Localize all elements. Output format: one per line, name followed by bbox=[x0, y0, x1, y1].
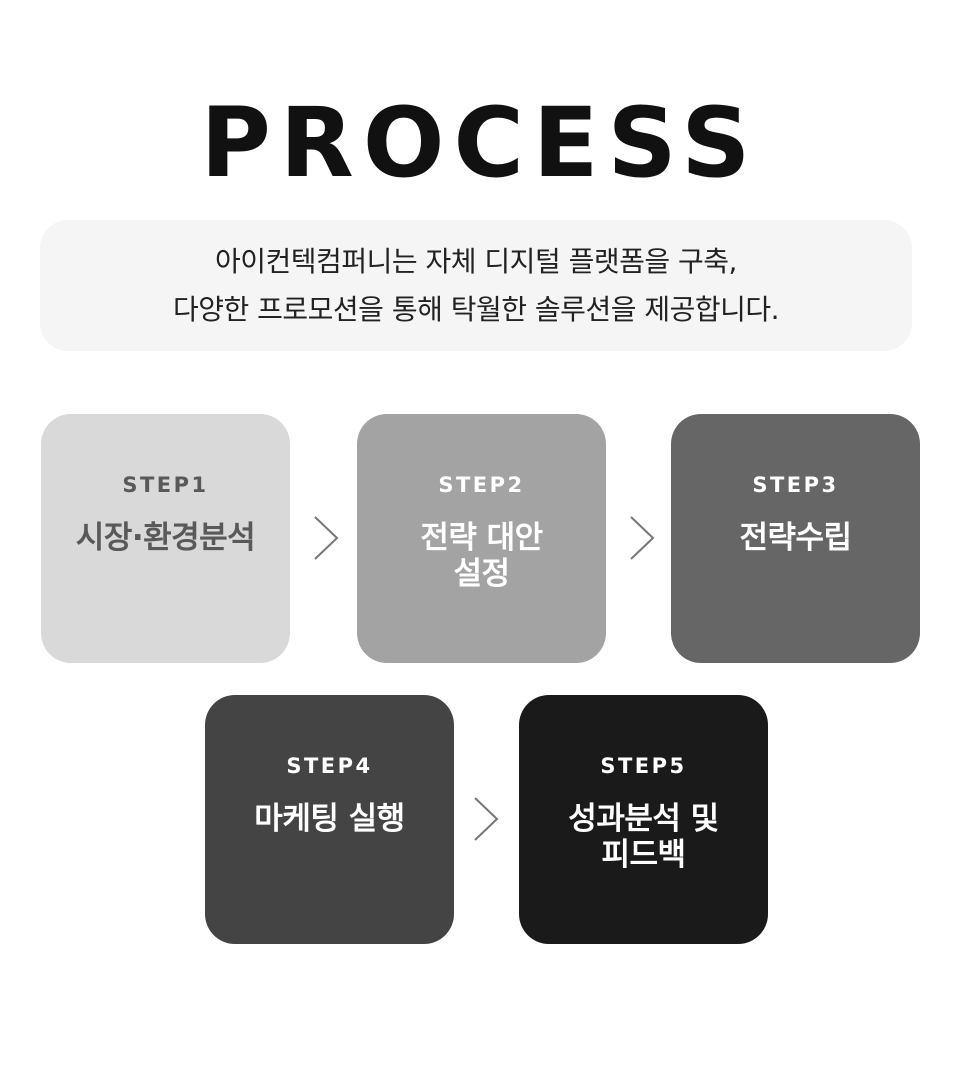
step-label: STEP4 bbox=[286, 754, 373, 778]
step-label: STEP5 bbox=[600, 754, 687, 778]
step-name: 전략수립 bbox=[739, 520, 852, 556]
step-name: 마케팅 실행 bbox=[254, 801, 405, 837]
step-label: STEP2 bbox=[438, 473, 525, 497]
step-label: STEP3 bbox=[752, 473, 839, 497]
step-name: 성과분석 및 피드백 bbox=[568, 801, 719, 873]
step-name: 전략 대안 설정 bbox=[420, 520, 543, 592]
step-name: 시장·환경분석 bbox=[75, 520, 256, 556]
step-card-3: STEP3 전략수립 bbox=[671, 414, 920, 663]
intro-line-2: 다양한 프로모션을 통해 탁월한 솔루션을 제공합니다. bbox=[172, 292, 780, 326]
step-card-4: STEP4 마케팅 실행 bbox=[205, 695, 454, 944]
step-label: STEP1 bbox=[122, 473, 209, 497]
chevron-right-icon bbox=[630, 516, 655, 560]
intro-line-1: 아이컨텍컴퍼니는 자체 디지털 플랫폼을 구축, bbox=[215, 244, 737, 278]
page-title: PROCESS bbox=[200, 87, 760, 199]
chevron-right-icon bbox=[474, 797, 499, 841]
chevron-right-icon bbox=[314, 516, 339, 560]
step-card-5: STEP5 성과분석 및 피드백 bbox=[519, 695, 768, 944]
intro-box: 아이컨텍컴퍼니는 자체 디지털 플랫폼을 구축, 다양한 프로모션을 통해 탁월… bbox=[40, 220, 912, 351]
step-card-1: STEP1 시장·환경분석 bbox=[41, 414, 290, 663]
step-card-2: STEP2 전략 대안 설정 bbox=[357, 414, 606, 663]
